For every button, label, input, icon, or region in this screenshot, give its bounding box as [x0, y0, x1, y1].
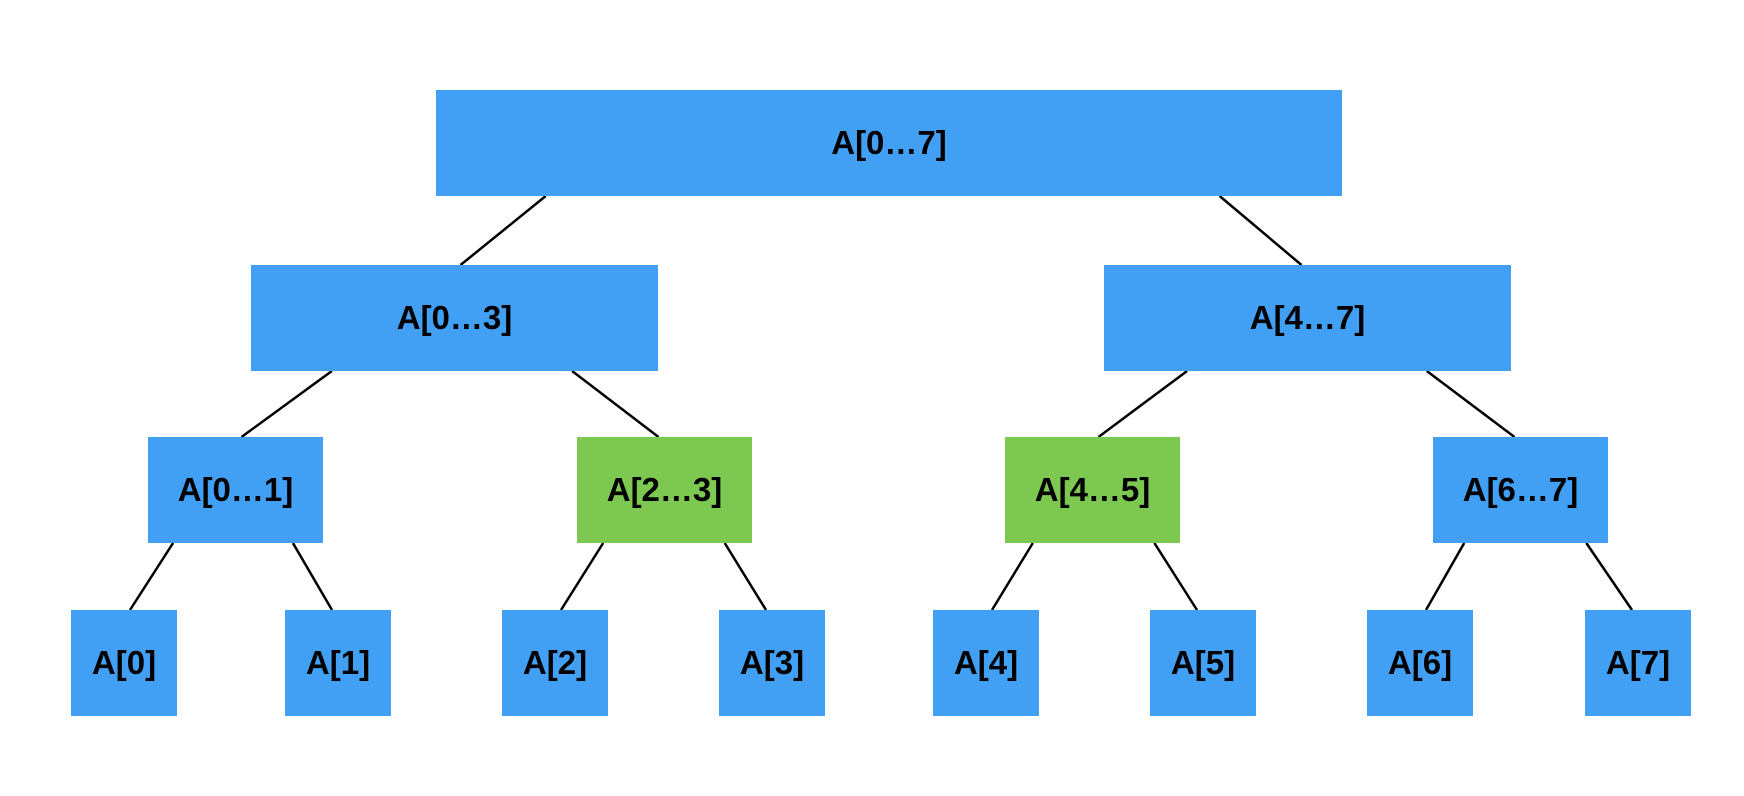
tree-edge-a0-7-a0-3	[459, 195, 547, 266]
tree-edge-a6-7-a7	[1585, 542, 1634, 611]
tree-edge-a4-7-a4-5	[1097, 369, 1188, 439]
tree-edge-a0-1-a1	[291, 542, 334, 611]
tree-node-a0-1: A[0…1]	[148, 437, 323, 543]
tree-node-a2: A[2]	[502, 610, 608, 716]
tree-node-a0-3: A[0…3]	[251, 265, 658, 371]
tree-node-a4-5: A[4…5]	[1005, 437, 1180, 543]
tree-edge-a2-3-a2	[559, 542, 605, 611]
tree-node-a1: A[1]	[285, 610, 391, 716]
tree-node-a5: A[5]	[1150, 610, 1256, 716]
tree-edge-a4-5-a5	[1153, 542, 1199, 611]
tree-node-a4: A[4]	[933, 610, 1039, 716]
tree-node-a6: A[6]	[1367, 610, 1473, 716]
tree-node-a0-7: A[0…7]	[436, 90, 1342, 196]
tree-edge-a4-7-a6-7	[1426, 370, 1516, 438]
tree-node-a0: A[0]	[71, 610, 177, 716]
tree-edge-a6-7-a6	[1424, 542, 1466, 611]
tree-node-a3: A[3]	[719, 610, 825, 716]
tree-edge-a0-7-a4-7	[1218, 195, 1303, 266]
tree-edge-a2-3-a3	[723, 542, 768, 611]
tree-edge-a4-5-a4	[990, 542, 1034, 611]
tree-node-a2-3: A[2…3]	[577, 437, 752, 543]
tree-node-a7: A[7]	[1585, 610, 1691, 716]
tree-edge-a0-3-a2-3	[571, 370, 660, 438]
tree-node-a4-7: A[4…7]	[1104, 265, 1511, 371]
tree-node-a6-7: A[6…7]	[1433, 437, 1608, 543]
tree-edge-a0-1-a0	[128, 542, 175, 611]
tree-edge-a0-3-a0-1	[240, 369, 333, 439]
